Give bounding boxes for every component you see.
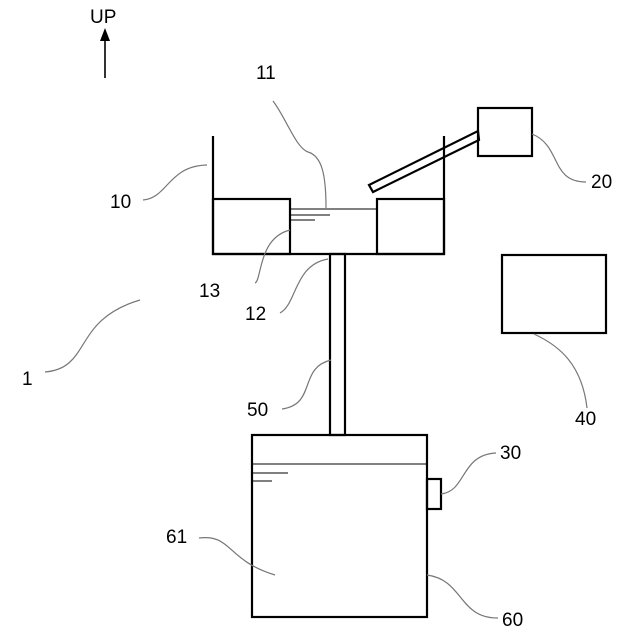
pipe-50 [330, 254, 345, 435]
block-right [377, 199, 444, 254]
label-50: 50 [247, 401, 268, 420]
leader-1 [45, 300, 140, 372]
tank-liquid-61 [252, 464, 427, 481]
leader-12 [280, 259, 328, 313]
label-13: 13 [199, 282, 220, 301]
unit-20 [478, 108, 532, 156]
leader-20 [532, 134, 586, 182]
label-11: 11 [256, 64, 276, 83]
leader-60 [427, 575, 498, 618]
sensor-30 [427, 479, 441, 509]
container-10 [213, 136, 444, 254]
leader-61 [199, 538, 275, 575]
up-label: UP [90, 8, 116, 27]
leader-40 [534, 334, 587, 408]
tank-60 [252, 435, 427, 617]
leader-13 [255, 230, 290, 283]
unit-40 [502, 255, 606, 333]
leader-50 [282, 360, 331, 409]
label-12: 12 [245, 305, 266, 324]
label-30: 30 [500, 444, 521, 463]
label-10: 10 [110, 193, 131, 212]
liquid-surface-11 [290, 209, 377, 220]
label-61: 61 [166, 528, 187, 547]
label-20: 20 [591, 173, 612, 192]
leader-11 [273, 101, 326, 208]
label-60: 60 [502, 611, 523, 630]
block-left [213, 199, 290, 254]
up-arrow-icon [100, 28, 110, 78]
label-1: 1 [22, 370, 33, 389]
leader-30 [441, 453, 496, 494]
leader-10 [143, 165, 207, 200]
label-40: 40 [575, 410, 596, 429]
arm-20 [369, 131, 479, 192]
